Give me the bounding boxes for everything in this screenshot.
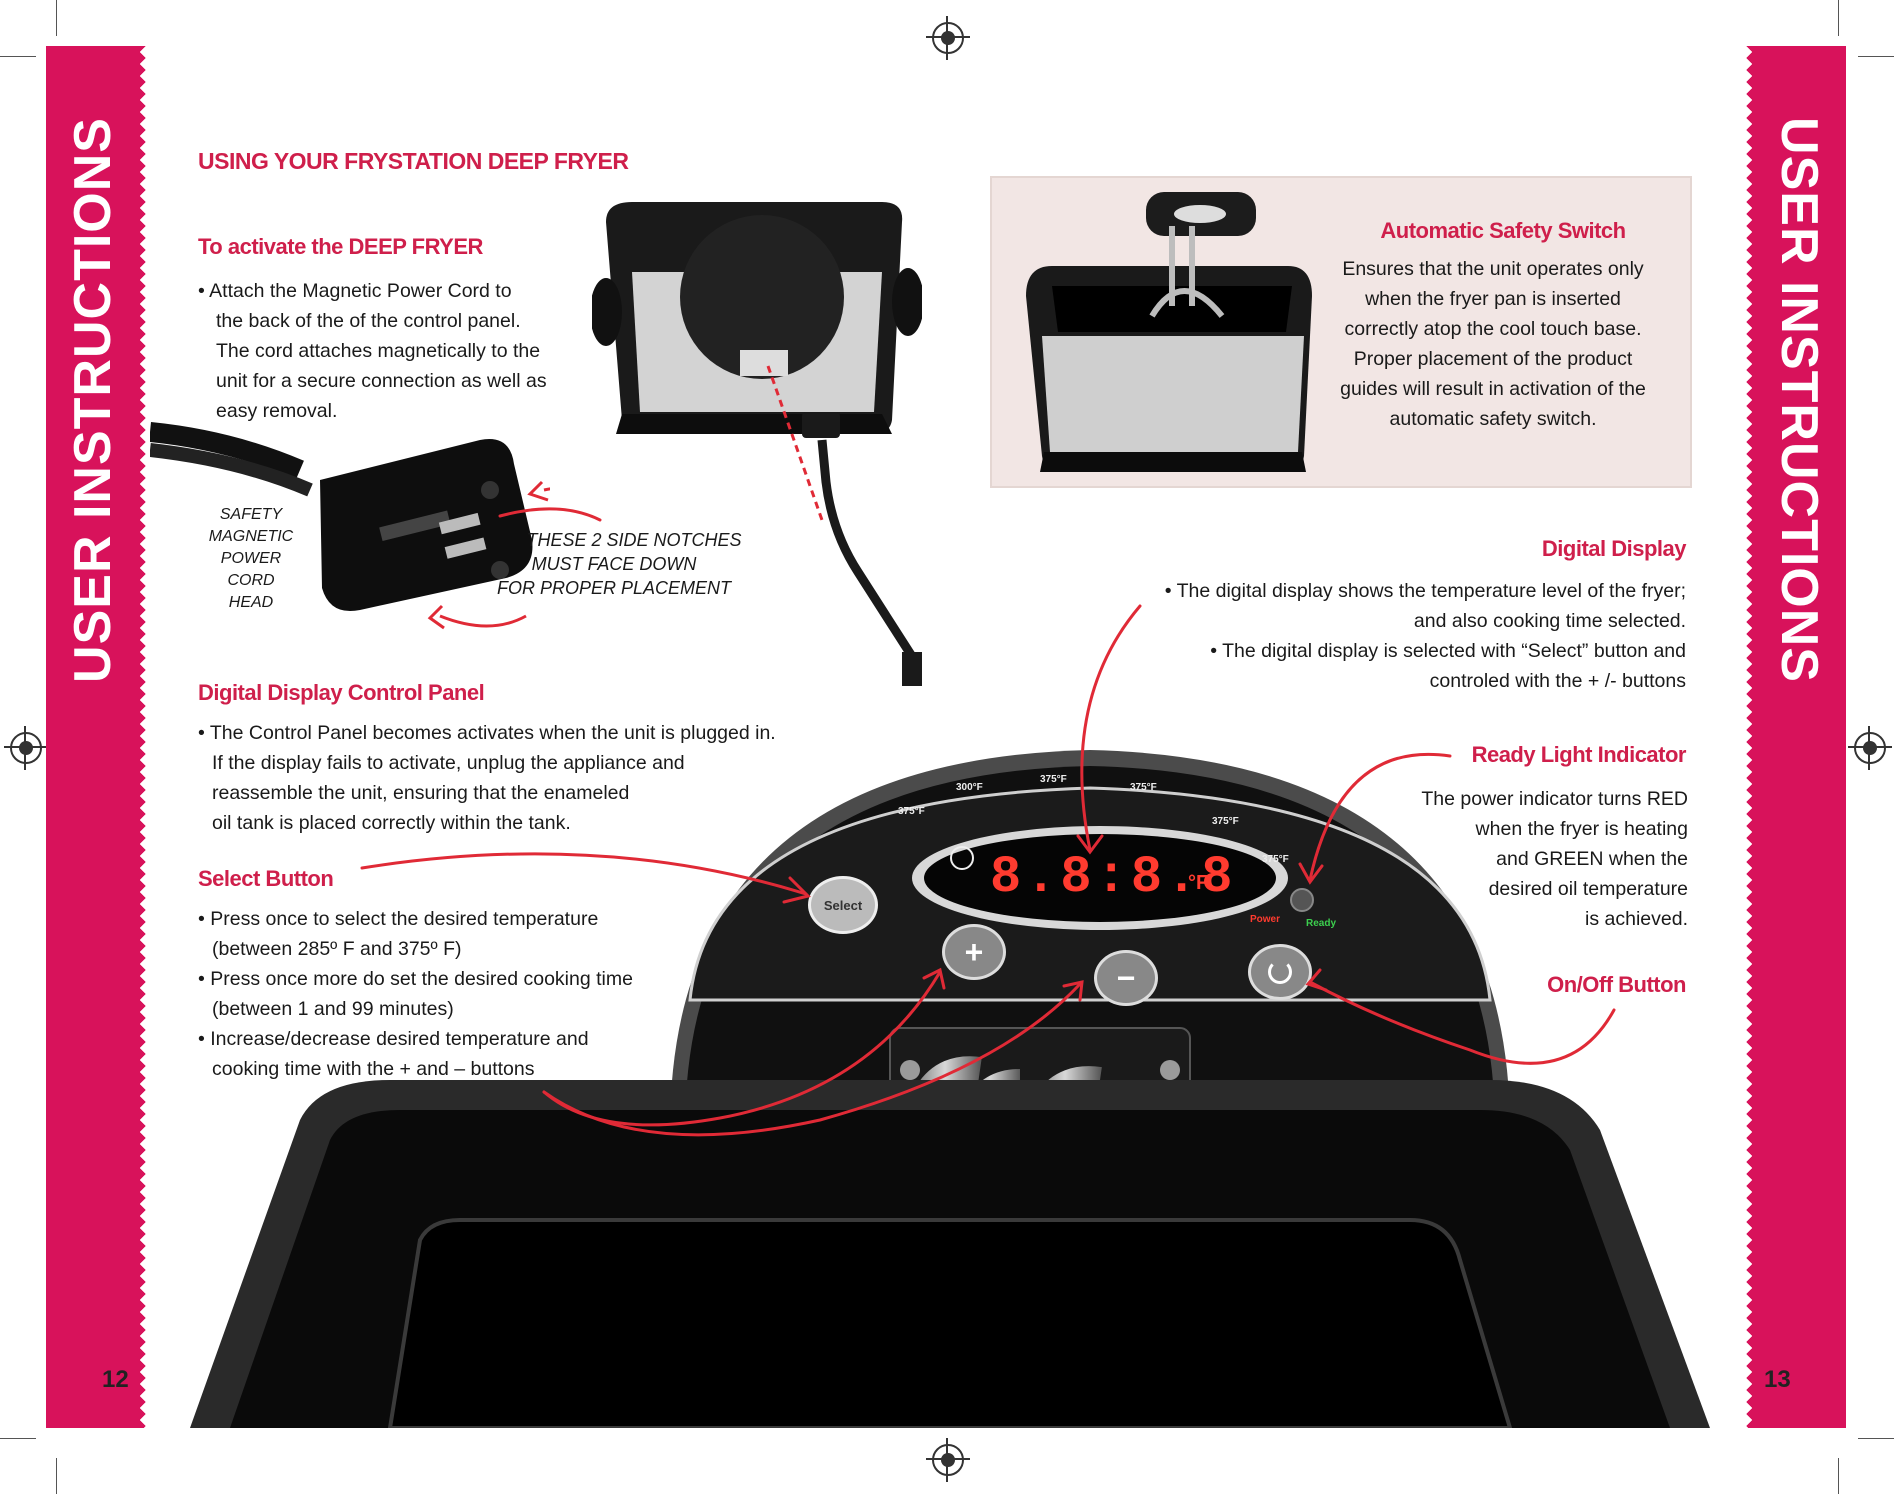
minus-button[interactable]: − xyxy=(1094,950,1158,1006)
power-button[interactable] xyxy=(1248,944,1312,1000)
cord-label-line: SAFETY xyxy=(219,506,283,523)
ready-label: Ready xyxy=(1306,918,1337,929)
fryer-back-illustration xyxy=(592,202,922,686)
safety-switch-panel: Automatic Safety Switch Ensures that the… xyxy=(990,176,1692,488)
display-line: • The digital display shows the temperat… xyxy=(1164,580,1686,602)
ready-light-text: The power indicator turns RED when the f… xyxy=(1300,784,1688,934)
right-side-band xyxy=(1752,46,1846,1428)
registration-mark-left xyxy=(4,726,48,770)
digital-display-readout: 8.8:8.8 xyxy=(990,848,1237,907)
right-band-zigzag-edge xyxy=(1740,46,1752,1428)
select-line: (between 285º F and 375º F) xyxy=(212,938,462,960)
notches-line: MUST FACE DOWN xyxy=(531,554,697,574)
safety-heading: Automatic Safety Switch xyxy=(1380,218,1626,243)
preset-2[interactable]: 300°F xyxy=(956,782,983,793)
ready-light-heading: Ready Light Indicator xyxy=(1471,742,1687,767)
registration-mark-right xyxy=(1848,726,1892,770)
cord-label-line: POWER CORD xyxy=(220,550,282,589)
crop-mark xyxy=(1858,56,1894,57)
select-line: cooking time with the + and – buttons xyxy=(212,1058,535,1080)
digital-display-heading: Digital Display xyxy=(1541,536,1687,561)
onoff-heading: On/Off Button xyxy=(1547,972,1686,997)
select-button[interactable]: Select xyxy=(808,876,878,934)
select-button-text: • Press once to select the desired tempe… xyxy=(198,904,633,1084)
activate-heading: To activate the DEEP FRYER xyxy=(198,234,483,259)
control-panel-line: If the display fails to activate, unplug… xyxy=(212,752,685,774)
activate-line: easy removal. xyxy=(216,400,338,422)
fryer-illustration xyxy=(190,750,1710,1428)
crop-mark xyxy=(0,56,36,57)
minus-icon: − xyxy=(1116,959,1136,996)
safety-line: when the fryer pan is inserted xyxy=(1365,288,1621,310)
fryer-basket-illustration xyxy=(1026,192,1312,472)
select-line: (between 1 and 99 minutes) xyxy=(212,998,454,1020)
safety-line: Proper placement of the product xyxy=(1353,348,1633,370)
display-line: controled with the + /- buttons xyxy=(1429,670,1686,692)
control-panel-line: reassemble the unit, ensuring that the e… xyxy=(212,782,630,804)
page-number-left: 12 xyxy=(102,1366,129,1393)
left-side-band xyxy=(46,46,140,1428)
display-line: and also cooking time selected. xyxy=(1413,610,1686,632)
digital-display-text: • The digital display shows the temperat… xyxy=(1060,576,1686,696)
registration-mark-top xyxy=(926,16,970,60)
select-line: • Press once more do set the desired coo… xyxy=(198,968,633,990)
crop-mark xyxy=(1858,1438,1894,1439)
crop-mark xyxy=(56,1458,57,1494)
registration-mark-bottom xyxy=(926,1438,970,1482)
safety-line: automatic safety switch. xyxy=(1389,408,1597,430)
ready-line: desired oil temperature xyxy=(1488,878,1688,900)
ready-light-indicator xyxy=(1290,888,1314,912)
magnetic-plug-illustration xyxy=(150,422,550,630)
clock-icon xyxy=(950,846,974,870)
page-number-right: 13 xyxy=(1764,1366,1791,1393)
power-icon xyxy=(1268,960,1292,984)
left-band-zigzag-edge xyxy=(140,46,152,1428)
safety-line: correctly atop the cool touch base. xyxy=(1344,318,1642,340)
safety-text: Ensures that the unit operates only when… xyxy=(1298,254,1688,434)
ready-line: and GREEN when the xyxy=(1496,848,1688,870)
ready-line: when the fryer is heating xyxy=(1475,818,1688,840)
control-panel-line: oil tank is placed correctly within the … xyxy=(212,812,571,834)
ready-line: The power indicator turns RED xyxy=(1421,788,1688,810)
preset-3[interactable]: 375°F xyxy=(1040,774,1067,785)
cord-label-line: HEAD xyxy=(228,594,274,611)
control-panel-text: • The Control Panel becomes activates wh… xyxy=(198,718,776,838)
preset-6[interactable]: 375°F xyxy=(1262,854,1289,865)
notches-note: THESE 2 SIDE NOTCHES MUST FACE DOWN FOR … xyxy=(484,528,744,600)
activate-line: The cord attaches magnetically to the xyxy=(216,340,541,362)
notches-line: FOR PROPER PLACEMENT xyxy=(496,578,732,598)
crop-mark xyxy=(56,0,57,36)
preset-1[interactable]: 375°F xyxy=(898,806,925,817)
ready-line: is achieved. xyxy=(1585,908,1688,930)
activate-line: unit for a secure connection as well as xyxy=(216,370,547,392)
display-unit: °F xyxy=(1188,872,1209,894)
display-line: • The digital display is selected with “… xyxy=(1210,640,1686,662)
control-panel-heading: Digital Display Control Panel xyxy=(198,680,485,705)
notches-line: THESE 2 SIDE NOTCHES xyxy=(526,530,742,550)
plus-button[interactable]: + xyxy=(942,924,1006,980)
page-title: USING YOUR FRYSTATION DEEP FRYER xyxy=(198,148,629,174)
crop-mark xyxy=(1838,1458,1839,1494)
power-label: Power xyxy=(1250,914,1281,925)
select-button-heading: Select Button xyxy=(198,866,334,891)
control-panel-line: • The Control Panel becomes activates wh… xyxy=(198,722,776,744)
cord-label-line: MAGNETIC xyxy=(208,528,294,545)
select-button-label: Select xyxy=(823,897,863,913)
safety-line: guides will result in activation of the xyxy=(1340,378,1646,400)
crop-mark xyxy=(1838,0,1839,36)
activate-text: • Attach the Magnetic Power Cord to the … xyxy=(198,276,547,426)
activate-line: • Attach the Magnetic Power Cord to xyxy=(198,280,512,302)
select-line: • Increase/decrease desired temperature … xyxy=(198,1028,589,1050)
cord-head-label: SAFETY MAGNETIC POWER CORD HEAD xyxy=(196,504,306,614)
plus-icon: + xyxy=(964,933,984,970)
preset-4[interactable]: 375°F xyxy=(1130,782,1157,793)
preset-5[interactable]: 375°F xyxy=(1212,816,1239,827)
safety-line: Ensures that the unit operates only xyxy=(1342,258,1644,280)
select-line: • Press once to select the desired tempe… xyxy=(198,908,599,930)
crop-mark xyxy=(0,1438,36,1439)
activate-line: the back of the of the control panel. xyxy=(216,310,521,332)
